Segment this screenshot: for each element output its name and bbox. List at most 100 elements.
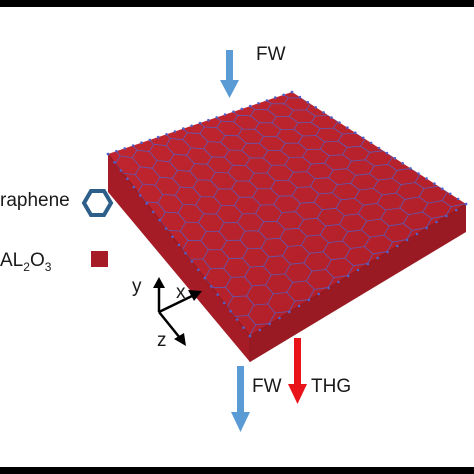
square-swatch-icon xyxy=(91,251,108,267)
lattice-atom xyxy=(184,252,187,255)
coordinate-axes xyxy=(153,277,202,346)
al2o3-label-mid: O xyxy=(30,250,45,271)
lattice-atom xyxy=(356,268,360,272)
lattice-atom xyxy=(197,268,200,272)
lattice-atom xyxy=(433,182,436,185)
lattice-atom xyxy=(405,238,409,242)
lattice-atom xyxy=(177,243,181,247)
lattice-atom xyxy=(361,136,365,140)
lattice-atom xyxy=(376,256,379,260)
svg-text:AL2O3: AL2O3 xyxy=(0,250,52,274)
lattice-atom xyxy=(158,218,161,222)
al2o3-label-sub2: 3 xyxy=(45,260,52,274)
lattice-atom xyxy=(139,194,142,197)
lattice-atom xyxy=(126,177,129,181)
lattice-atom xyxy=(306,100,310,104)
lattice-atom xyxy=(268,322,271,326)
lattice-atom xyxy=(242,326,245,330)
lattice-atom xyxy=(119,169,123,172)
lattice-atom xyxy=(401,162,405,165)
lattice-atom xyxy=(115,149,118,153)
lattice-atom xyxy=(190,260,194,263)
lattice-atom xyxy=(171,235,174,238)
axis-y-label: y xyxy=(132,276,142,297)
lattice-atom xyxy=(210,285,213,288)
hexagon-icon xyxy=(81,189,114,217)
lattice-atom xyxy=(156,135,160,139)
lattice-atom xyxy=(366,262,370,266)
axis-x-label: x xyxy=(176,282,186,303)
lattice-atom xyxy=(322,111,325,114)
al2o3-label-sub1: 2 xyxy=(23,260,30,274)
fw-incoming-arrow xyxy=(220,50,239,98)
lattice-atom xyxy=(229,309,232,313)
al2o3-substrate xyxy=(107,92,467,362)
lattice-atom xyxy=(248,334,252,338)
lattice-atom xyxy=(282,93,285,97)
lattice-atom xyxy=(346,274,350,278)
lattice-atom xyxy=(435,220,438,224)
al2o3-legend-label: AL2O3 xyxy=(0,250,52,274)
lattice-atom xyxy=(258,328,262,332)
lattice-atom xyxy=(330,116,333,119)
lattice-atom xyxy=(445,214,448,218)
fw-output-arrow xyxy=(231,366,250,432)
lattice-atom xyxy=(190,124,193,128)
lattice-atom xyxy=(207,118,210,122)
lattice-atom xyxy=(132,185,136,189)
lattice-atom xyxy=(148,138,152,142)
lattice-atom xyxy=(182,127,185,130)
lattice-atom xyxy=(396,244,399,248)
lattice-atom xyxy=(232,110,235,113)
top-frame-bar xyxy=(0,0,474,7)
lattice-atom xyxy=(317,292,321,296)
lattice-atom xyxy=(198,121,202,125)
lattice-atom xyxy=(448,192,452,196)
lattice-atom xyxy=(248,104,252,108)
lattice-atom xyxy=(164,227,168,230)
lattice-atom xyxy=(203,276,207,280)
lattice-atom xyxy=(425,226,429,230)
lattice-atom xyxy=(409,167,412,170)
lattice-atom xyxy=(314,106,318,109)
lattice-atom xyxy=(290,90,294,94)
al2o3-label-main: AL xyxy=(0,250,23,271)
lattice-atom xyxy=(123,147,126,150)
lattice-atom xyxy=(222,301,226,305)
lattice-atom xyxy=(307,298,311,302)
lattice-atom xyxy=(235,318,239,321)
lattice-atom xyxy=(456,197,460,201)
lattice-atom xyxy=(346,126,349,129)
substrate-top-face xyxy=(108,92,466,336)
lattice-atom xyxy=(288,310,291,314)
lattice-atom xyxy=(415,232,419,236)
lattice-atom xyxy=(327,286,330,290)
lattice-atom xyxy=(298,95,302,99)
lattice-atom xyxy=(165,133,168,136)
lattice-atom xyxy=(140,141,143,144)
lattice-atom xyxy=(425,177,428,180)
substrate-left-face xyxy=(108,154,250,362)
lattice-atom xyxy=(151,210,155,214)
lattice-atom xyxy=(145,202,148,205)
lattice-atom xyxy=(464,202,468,206)
graphene-legend-label: raphene xyxy=(0,190,70,211)
lattice-atom xyxy=(173,130,177,133)
lattice-atom xyxy=(274,96,277,99)
thg-output-arrow xyxy=(288,338,307,404)
lattice-atom xyxy=(278,316,281,320)
lattice-atom xyxy=(454,208,458,212)
fw-output-label: FW xyxy=(252,376,282,397)
lattice-atom xyxy=(216,293,219,296)
lattice-atom xyxy=(113,161,116,164)
lattice-atom xyxy=(297,304,301,308)
lattice-atom xyxy=(223,113,227,116)
lattice-atom xyxy=(386,250,389,254)
lattice-edge-atoms xyxy=(106,90,468,338)
lattice-atom xyxy=(385,151,389,155)
lattice-atom xyxy=(240,107,244,111)
lattice-atom xyxy=(354,131,357,134)
lattice-atom xyxy=(369,141,373,145)
